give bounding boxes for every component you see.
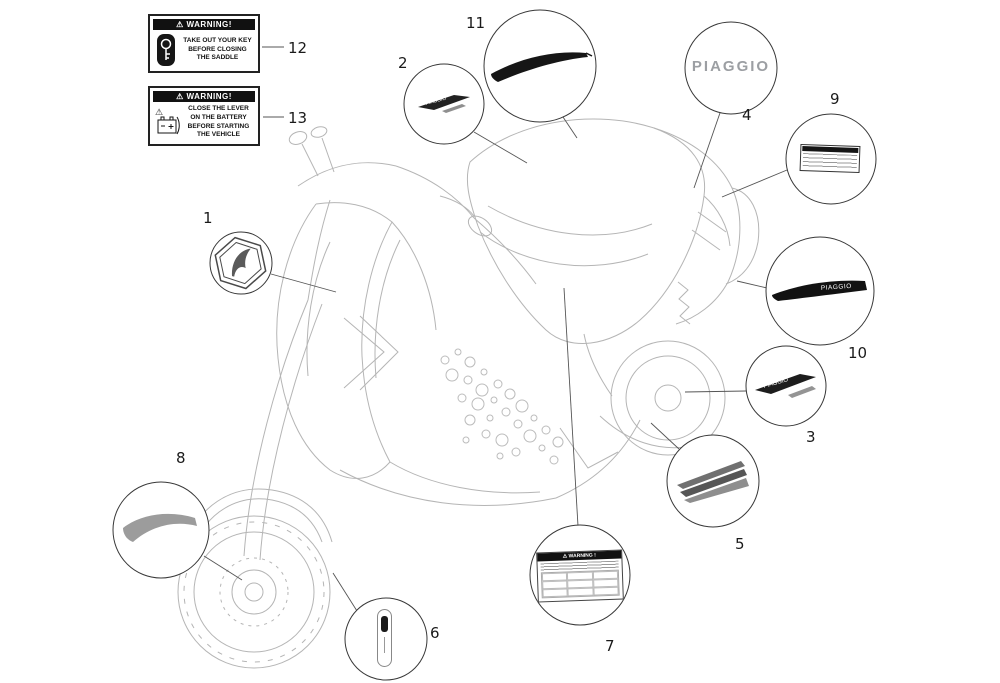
part-number-13: 13 bbox=[288, 109, 308, 127]
piaggio-side-decal: PIAGGIO bbox=[750, 368, 822, 407]
callout-circle-4 bbox=[684, 21, 778, 115]
sticker-header-bar bbox=[802, 146, 859, 153]
callout-circle-8 bbox=[112, 481, 210, 579]
part-number-4: 4 bbox=[742, 106, 752, 124]
warning-header-text: WARNING! bbox=[186, 20, 232, 29]
piaggio-small-decal: PIAGGIO bbox=[412, 86, 476, 123]
decal-brand-text: PIAGGIO bbox=[821, 283, 852, 292]
warning-header-text: WARNING! bbox=[186, 92, 232, 101]
part-number-3: 3 bbox=[806, 428, 816, 446]
sticker-table bbox=[540, 569, 620, 599]
floor-dot-pattern bbox=[440, 348, 564, 465]
saddle-key-warning-label: ⚠ WARNING! TAKE OUT YOUR KEY BEFORE CLOS… bbox=[148, 14, 260, 73]
part-number-12: 12 bbox=[288, 39, 308, 57]
warning-table-decal: ⚠ WARNING ! bbox=[536, 549, 624, 603]
swoosh-graphic bbox=[123, 513, 197, 542]
warning-text: CLOSE THE LEVER ON THE BATTERY BEFORE ST… bbox=[187, 105, 250, 139]
part-number-10: 10 bbox=[848, 344, 868, 362]
battery-icon: ⚠ bbox=[154, 106, 180, 140]
part-number-11: 11 bbox=[466, 14, 486, 32]
decal-brand-text: PIAGGIO bbox=[425, 96, 447, 107]
scooter-wireframe bbox=[177, 118, 760, 669]
blade-decal-graphic bbox=[491, 52, 593, 82]
small-decal-graphic: PIAGGIO bbox=[418, 95, 470, 113]
stripe-decal bbox=[675, 457, 751, 510]
saddle-blade-decal bbox=[486, 44, 594, 93]
warning-triangle-icon: ⚠ bbox=[562, 553, 568, 560]
key-icon bbox=[154, 33, 178, 67]
mudguard-swoosh-decal bbox=[119, 506, 203, 557]
part-number-8: 8 bbox=[176, 449, 186, 467]
warning-sticker-header: ⚠ WARNING ! bbox=[537, 550, 622, 562]
part-number-7: 7 bbox=[605, 637, 615, 655]
strip-dark-segment bbox=[381, 616, 388, 632]
part-number-6: 6 bbox=[430, 624, 440, 642]
small-warning-sticker bbox=[799, 143, 861, 174]
hexagon-emblem-icon bbox=[214, 236, 267, 290]
blade-decal-graphic: PIAGGIO bbox=[772, 280, 867, 301]
piaggio-blade-decal: PIAGGIO bbox=[769, 273, 871, 312]
piaggio-hexagon-emblem-decal bbox=[206, 229, 276, 303]
warning-header: ⚠ WARNING! bbox=[153, 19, 255, 30]
part-number-5: 5 bbox=[735, 535, 745, 553]
warning-triangle-icon: ⚠ bbox=[176, 92, 184, 101]
strip-line bbox=[384, 637, 385, 653]
part-number-2: 2 bbox=[398, 54, 408, 72]
sticker-text-lines bbox=[802, 153, 858, 170]
part-number-1: 1 bbox=[203, 209, 213, 227]
part-number-9: 9 bbox=[830, 90, 840, 108]
warning-header: ⚠ WARNING! bbox=[153, 91, 255, 102]
warning-triangle-icon: ⚠ bbox=[176, 20, 184, 29]
piaggio-wordmark-decal: PIAGGIO bbox=[691, 58, 771, 75]
warning-triangle-icon: ⚠ bbox=[155, 107, 163, 117]
stripe-decal-graphic bbox=[677, 461, 749, 503]
fork-strip-decal bbox=[377, 609, 392, 667]
battery-lever-warning-label: ⚠ WARNING! ⚠ CLOSE THE LEVER ON THE BATT… bbox=[148, 86, 260, 147]
warning-text: TAKE OUT YOUR KEY BEFORE CLOSING THE SAD… bbox=[183, 36, 252, 62]
warning-sticker-title: WARNING ! bbox=[568, 552, 596, 560]
side-decal-graphic: PIAGGIO bbox=[755, 374, 816, 398]
leader-lines bbox=[203, 46, 788, 612]
